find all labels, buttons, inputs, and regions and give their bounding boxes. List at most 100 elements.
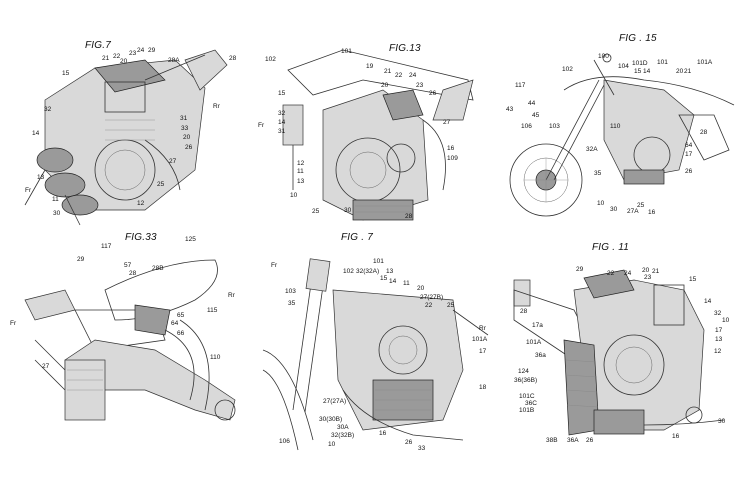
callout-label: 28 <box>700 129 708 136</box>
callout-label: 101B <box>519 407 535 414</box>
figure-title: FIG . 7 <box>341 232 373 243</box>
callout-label: 32 <box>44 106 52 113</box>
figure-title: FIG.13 <box>389 43 421 54</box>
callout-label: 30 <box>610 206 618 213</box>
callout-label: 19 <box>366 63 374 70</box>
callout-label: 28 <box>405 213 413 220</box>
callout-label: 28 <box>229 55 237 62</box>
callout-label: 24 <box>624 270 632 277</box>
callout-label: 32(32B) <box>331 432 355 439</box>
callout-label: 102 <box>265 56 276 63</box>
direction-label: Fr <box>10 320 17 327</box>
callout-label: 15 <box>278 90 286 97</box>
callout-label: 32 <box>714 310 722 317</box>
callout-label: 16 <box>447 145 455 152</box>
callout-label: 106 <box>521 123 532 130</box>
front-section-drawing <box>262 258 489 451</box>
callout-label: 23 <box>416 82 424 89</box>
frame-drawing <box>282 49 474 221</box>
callout-label: 10 <box>328 441 336 448</box>
callout-label: 33 <box>181 125 189 132</box>
callout-label: 117 <box>515 82 526 89</box>
figure-title: FIG.33 <box>125 232 157 243</box>
callout-label: 12 <box>297 160 305 167</box>
callout-label: 25 <box>312 208 320 215</box>
callout-label: 57 <box>124 262 132 269</box>
callout-label: 30A <box>337 424 349 431</box>
callout-label: 27(27A) <box>323 398 347 405</box>
callout-label: 14 <box>704 298 712 305</box>
callout-label: 13 <box>386 268 394 275</box>
callout-label: 110 <box>210 354 221 361</box>
callout-label: 26 <box>685 168 693 175</box>
callout-label: 23 <box>644 274 652 281</box>
callout-label: 25 <box>637 202 645 209</box>
callout-label: 124 <box>518 368 529 375</box>
callout-label: 25 <box>447 302 455 309</box>
callout-label: 15 <box>634 68 642 75</box>
callout-label: 17a <box>532 322 543 329</box>
callout-label: 15 <box>380 275 388 282</box>
callout-label: 64 <box>171 320 179 327</box>
callout-label: 28A <box>168 57 180 64</box>
callout-label: 14 <box>278 119 286 126</box>
callout-label: 27A <box>627 208 639 215</box>
callout-label: 13 <box>37 174 45 181</box>
callout-label: 36(36B) <box>514 377 538 384</box>
callout-label: 27 <box>42 363 50 370</box>
callout-label: 36C <box>525 400 537 407</box>
callout-label: 25 <box>157 181 165 188</box>
figure-panel-fig13-frame: FIG.13 101 102 19 21 22 24 23 26 20 15 3… <box>253 20 493 260</box>
callout-label: 29 <box>148 47 156 54</box>
callout-label: 109 <box>447 155 458 162</box>
callout-label: 13 <box>297 178 305 185</box>
swingarm-drawing <box>24 259 236 421</box>
callout-label: 101 <box>657 59 668 66</box>
callout-label: 106 <box>279 438 290 445</box>
callout-label: 20 <box>417 285 425 292</box>
callout-label: 31 <box>278 128 286 135</box>
callout-label: 28 <box>129 270 137 277</box>
callout-label: 26 <box>405 439 413 446</box>
callout-label: 65 <box>177 312 185 319</box>
direction-label: Rr <box>213 103 220 110</box>
callout-label: 29 <box>77 256 85 263</box>
callout-label: 18 <box>479 384 487 391</box>
callout-label: 101 <box>373 258 384 265</box>
callout-label: 11 <box>403 280 410 287</box>
callout-label: 33 <box>418 445 426 452</box>
callout-label: 64 <box>685 142 693 149</box>
callout-label: 20 <box>642 267 650 274</box>
callout-label: 21 <box>102 55 110 62</box>
callout-label: 15 <box>689 276 697 283</box>
callout-label: 16 <box>648 209 656 216</box>
callout-label: 30 <box>718 418 726 425</box>
callout-label: 24 <box>409 72 417 79</box>
callout-label: 30 <box>53 210 61 217</box>
callout-label: 16 <box>672 433 680 440</box>
callout-label: 28 <box>520 308 528 315</box>
callout-label: 32A <box>586 146 598 153</box>
direction-label: Rr <box>228 292 235 299</box>
callout-label: 31 <box>180 115 188 122</box>
callout-label: 100 <box>598 53 609 60</box>
callout-label: 43 <box>506 106 514 113</box>
callout-label: 12 <box>714 348 722 355</box>
figure-title: FIG . 11 <box>592 242 629 253</box>
callout-label: 32 <box>278 110 286 117</box>
callout-label: 23 <box>129 50 137 57</box>
figure-title: FIG.7 <box>85 40 112 51</box>
callout-label: 38B <box>546 437 558 444</box>
callout-label: 27 <box>443 119 451 126</box>
figure-panel-fig11-engine-side: FIG . 11 29 22 24 20 21 23 15 14 28 32 1… <box>504 242 744 490</box>
callout-label: 29 <box>576 266 584 273</box>
callout-label: 30(30B) <box>319 416 343 423</box>
callout-label: 26 <box>185 144 193 151</box>
figure-panel-fig33-swingarm: FIG.33 117 125 29 57 28 28B Rr Fr 65 64 … <box>5 232 245 490</box>
callout-label: 14 <box>32 130 40 137</box>
callout-label: 125 <box>185 236 196 243</box>
figure-panel-fig15-motorcycle: FIG . 15 100 102 104 101 101A 117 101D 1… <box>504 20 744 260</box>
callout-label: 16 <box>379 430 387 437</box>
callout-label: 17 <box>685 151 693 158</box>
